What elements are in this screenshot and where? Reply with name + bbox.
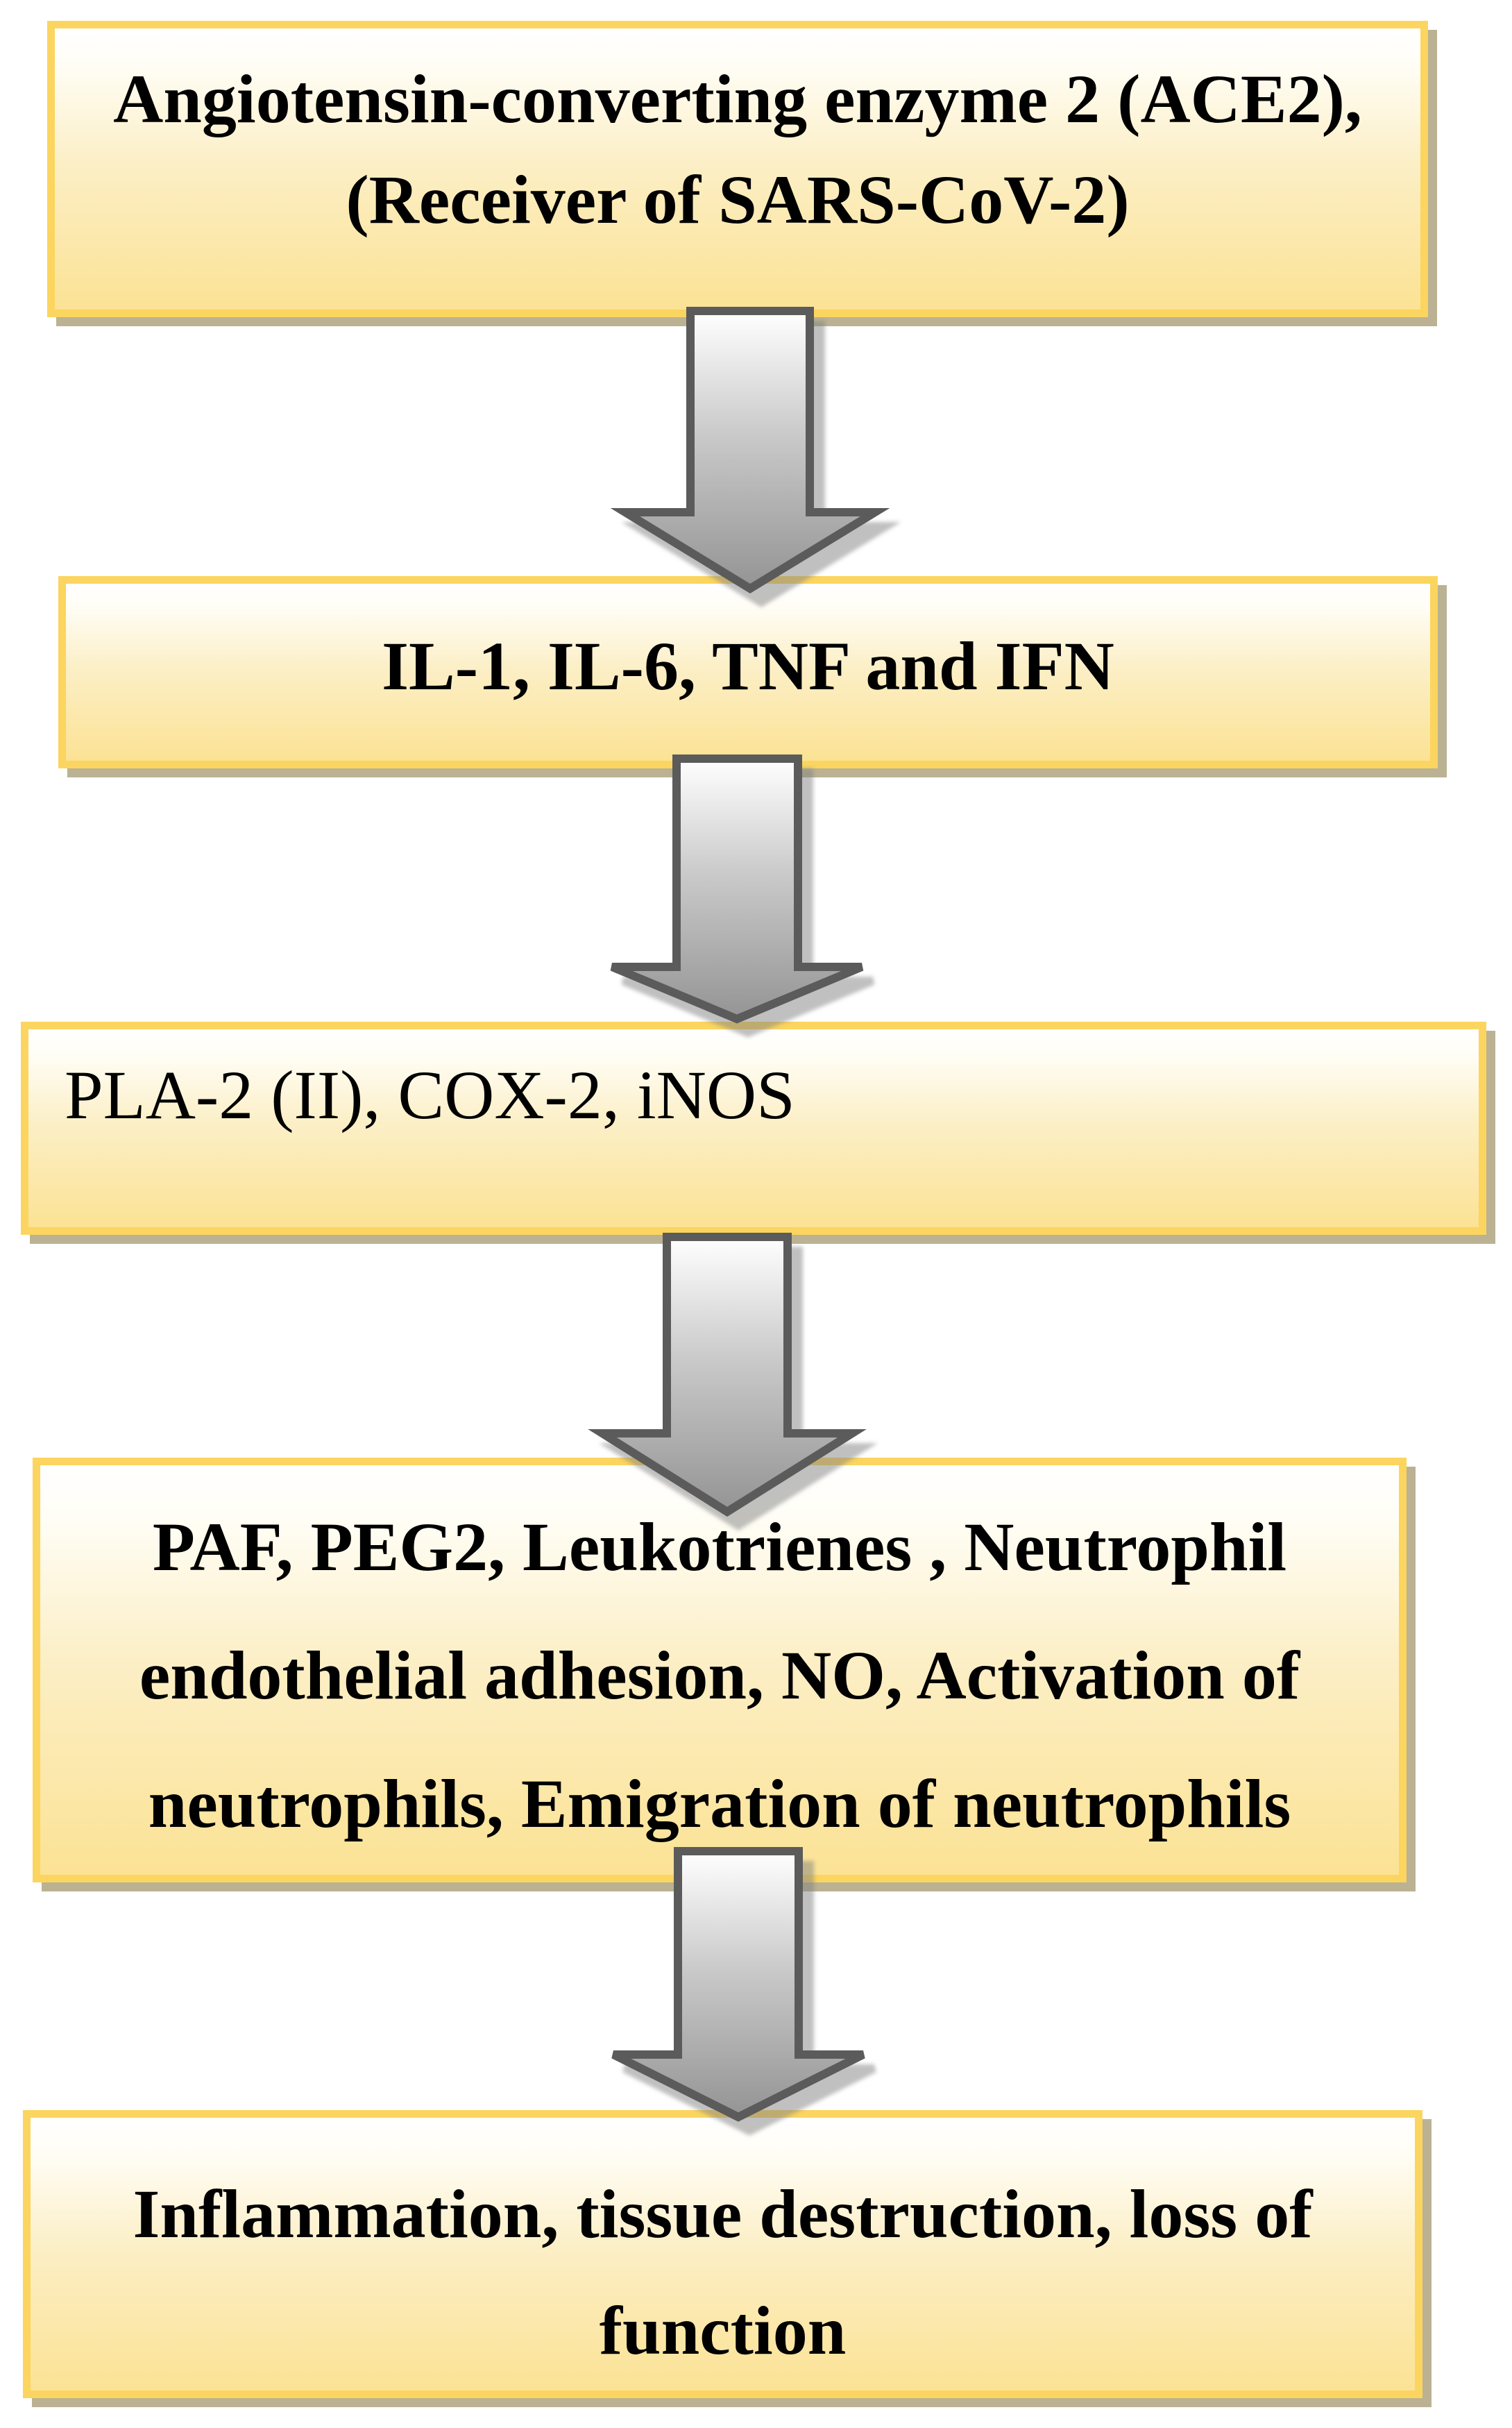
down-arrow-icon-1: [610, 307, 890, 594]
box-text-line: function: [599, 2292, 847, 2369]
box-text-line: Angiotensin-converting enzyme 2 (ACE2),: [113, 60, 1362, 137]
box-text-line: PAF, PEG2, Leukotrienes , Neutrophil: [152, 1508, 1287, 1585]
down-arrow-icon-2: [610, 754, 864, 1024]
down-arrow-icon-4: [611, 1847, 865, 2122]
box-text-line: IL-1, IL-6, TNF and IFN: [382, 627, 1114, 705]
box-text-line: endothelial adhesion, NO, Activation of: [139, 1637, 1300, 1714]
flowchart-box-mediators: PAF, PEG2, Leukotrienes , Neutrophil end…: [33, 1458, 1407, 1882]
flowchart-box-outcome: Inflammation, tissue destruction, loss o…: [23, 2110, 1422, 2398]
box-text-line: PLA-2 (II), COX-2, iNOS: [65, 1056, 795, 1133]
box-text-line: neutrophils, Emigration of neutrophils: [148, 1765, 1291, 1842]
flowchart-box-cytokines: IL-1, IL-6, TNF and IFN: [58, 576, 1438, 768]
box-text-line: (Receiver of SARS-CoV-2): [346, 161, 1130, 238]
box-text-line: Inflammation, tissue destruction, loss o…: [133, 2175, 1313, 2252]
flowchart-box-enzymes: PLA-2 (II), COX-2, iNOS: [21, 1022, 1486, 1235]
flowchart-box-ace2: Angiotensin-converting enzyme 2 (ACE2), …: [47, 21, 1428, 317]
